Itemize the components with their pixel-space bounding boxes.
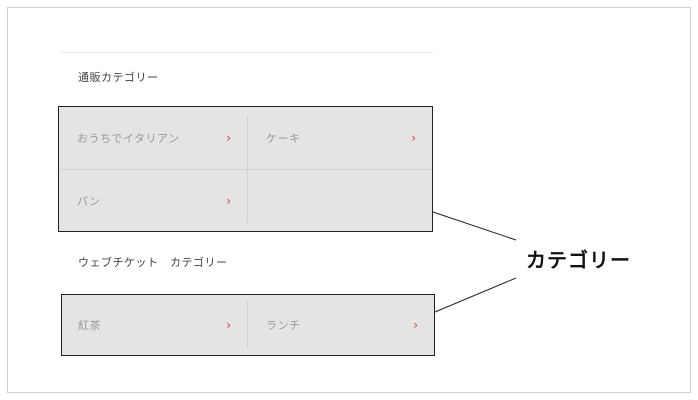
category-item-tea[interactable]: 紅茶 › [62, 295, 247, 355]
chevron-right-icon: › [226, 318, 231, 332]
grid-divider-vertical [247, 301, 248, 349]
mail-order-category-title: 通販カテゴリー [78, 71, 159, 84]
category-item-label: パン [77, 194, 101, 208]
category-item-label: 紅茶 [78, 319, 101, 332]
chevron-right-icon: › [411, 131, 416, 145]
category-item-cake[interactable]: ケーキ › [248, 107, 432, 169]
category-item-label: ケーキ [266, 132, 301, 145]
category-item-empty [248, 170, 432, 231]
chevron-right-icon: › [226, 131, 231, 145]
mail-order-category-grid: おうちでイタリアン › ケーキ › パン › [58, 106, 433, 232]
category-item-italian[interactable]: おうちでイタリアン › [59, 107, 247, 169]
top-divider [60, 52, 434, 53]
web-ticket-category-title: ウェブチケット カテゴリー [78, 256, 228, 269]
chevron-right-icon: › [413, 318, 418, 332]
category-item-label: おうちでイタリアン [77, 132, 180, 145]
category-item-bread[interactable]: パン › [59, 170, 247, 231]
web-ticket-category-grid: 紅茶 › ランチ › [61, 294, 435, 356]
category-item-lunch[interactable]: ランチ › [248, 295, 434, 355]
callout-label: カテゴリー [526, 248, 631, 272]
category-item-label: ランチ [266, 319, 301, 332]
grid-divider-horizontal [59, 169, 432, 170]
chevron-right-icon: › [226, 193, 231, 208]
